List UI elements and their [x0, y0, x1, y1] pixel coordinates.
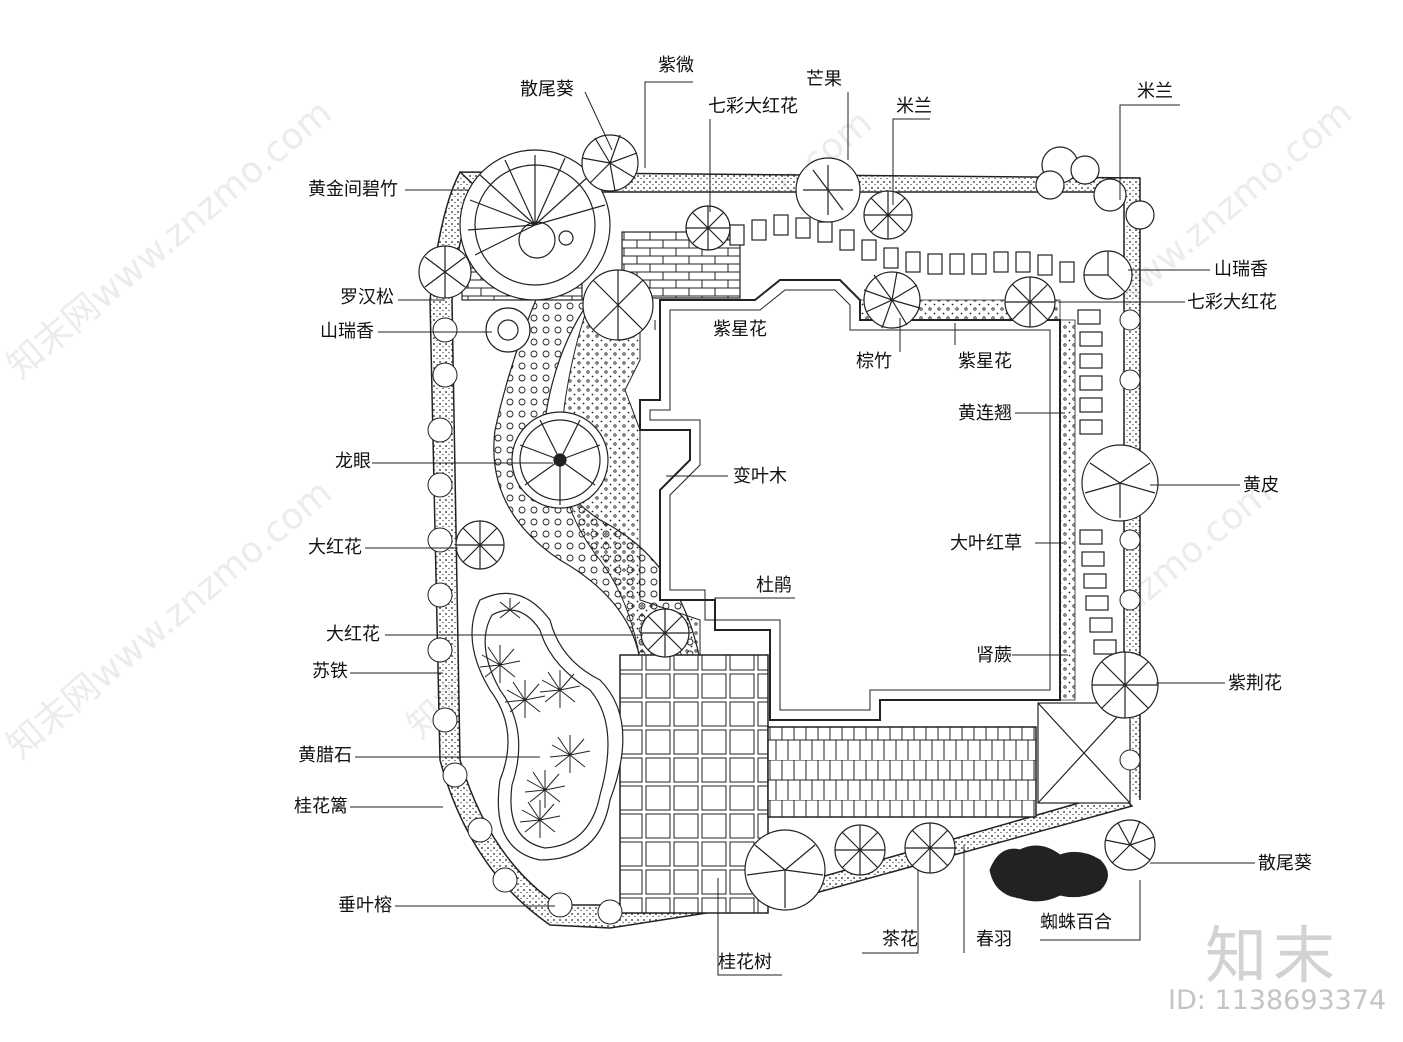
label-su-tie: 苏铁: [312, 661, 348, 682]
label-mi-lan-right: 米兰: [1137, 81, 1173, 102]
hedge-row: [427, 309, 1141, 925]
tree-bauhinia: [1091, 651, 1159, 719]
label-san-wei-kui-top: 散尾葵: [520, 79, 574, 100]
label-san-wei-kui-bottom: 散尾葵: [1258, 853, 1312, 874]
label-da-hong-hua-2: 大红花: [326, 624, 380, 645]
label-chun-yu: 春羽: [976, 929, 1012, 950]
watermark-brand: 知末: [1205, 919, 1342, 992]
label-cha-hua: 茶花: [882, 929, 918, 950]
label-gui-hua-shu: 桂花树: [718, 952, 772, 973]
house-inner-line: [649, 289, 1051, 711]
tree-symbols: [418, 134, 1159, 911]
lattice-paving: [767, 726, 1037, 818]
label-mi-lan-center: 米兰: [896, 96, 932, 117]
tree-large: [582, 269, 654, 341]
label-huang-pi: 黄皮: [1243, 475, 1279, 496]
longan-tree: [511, 411, 609, 509]
tree-osmanthus: [744, 829, 826, 911]
tree-hibiscus: [685, 205, 731, 251]
label-qi-cai-top: 七彩大红花: [708, 96, 798, 117]
label-zi-jing-hua: 紫荆花: [1228, 673, 1282, 694]
label-zi-xing-hua-left: 紫星花: [713, 319, 767, 340]
label-shen-jue: 肾蕨: [976, 645, 1012, 666]
cycad-cluster: [479, 598, 591, 838]
pond: [471, 592, 624, 861]
leader-lines: [350, 81, 1255, 976]
label-da-ye-hong-cao: 大叶红草: [950, 533, 1022, 554]
tree-camellia: [904, 822, 956, 874]
tree-wampee: [1081, 444, 1159, 522]
house-footprint: [639, 279, 1061, 721]
watermark-id: ID: 1138693374: [1168, 985, 1387, 1016]
tree-arecapalm: [581, 134, 639, 192]
label-mang-guo: 芒果: [806, 69, 842, 90]
label-huang-jin-jian-bi-zhu: 黄金间碧竹: [308, 179, 398, 200]
label-chui-ye-rong: 垂叶榕: [338, 895, 392, 916]
shrub-border: [1059, 319, 1076, 701]
tree-daphne: [1083, 250, 1133, 300]
tree-palm: [863, 271, 921, 329]
tree-aglaia: [1035, 170, 1065, 200]
label-gui-hua-li: 桂花篱: [294, 796, 348, 817]
label-zi-xing-hua-right: 紫星花: [958, 351, 1012, 372]
label-shan-rui-xiang-right: 山瑞香: [1214, 259, 1268, 280]
label-du-juan: 杜鹃: [756, 575, 792, 596]
tree-hibiscus: [640, 608, 690, 658]
label-luo-han-song: 罗汉松: [340, 287, 394, 308]
stepping-stones: [729, 214, 1117, 655]
round-pavilion: [459, 149, 611, 301]
label-huang-lian-qiao: 黄连翘: [958, 403, 1012, 424]
tree-camellia: [834, 824, 886, 876]
entrance-gate: [1037, 702, 1131, 804]
label-qi-cai-right: 七彩大红花: [1187, 292, 1277, 313]
label-zhi-zhu-bai-he: 蜘蛛百合: [1040, 912, 1112, 933]
tree-hibiscus: [455, 520, 505, 570]
label-bian-ye-mu: 变叶木: [733, 466, 787, 487]
label-shan-rui-xiang-left: 山瑞香: [320, 321, 374, 342]
tree-hibiscus: [1004, 276, 1056, 328]
label-zi-wei: 紫微: [658, 55, 694, 76]
tree-aglaia: [1093, 178, 1155, 230]
spider-lily-mass: [989, 845, 1108, 902]
tile-plaza: [619, 654, 769, 914]
tree-podocarpus: [418, 245, 472, 299]
tree-daphne: [485, 307, 531, 353]
label-long-yan: 龙眼: [335, 451, 371, 472]
label-da-hong-hua-1: 大红花: [308, 537, 362, 558]
label-huang-la-shi: 黄腊石: [298, 745, 352, 766]
tree-aglaia: [863, 190, 913, 240]
label-zong-zhu: 棕竹: [856, 351, 892, 372]
tree-mango: [795, 157, 861, 223]
watermark-site-text: 知末网www.znzmo.com: [0, 472, 340, 767]
tree-arecapalm: [1104, 819, 1156, 871]
watermark-site-text: 知末网www.znzmo.com: [0, 92, 340, 387]
